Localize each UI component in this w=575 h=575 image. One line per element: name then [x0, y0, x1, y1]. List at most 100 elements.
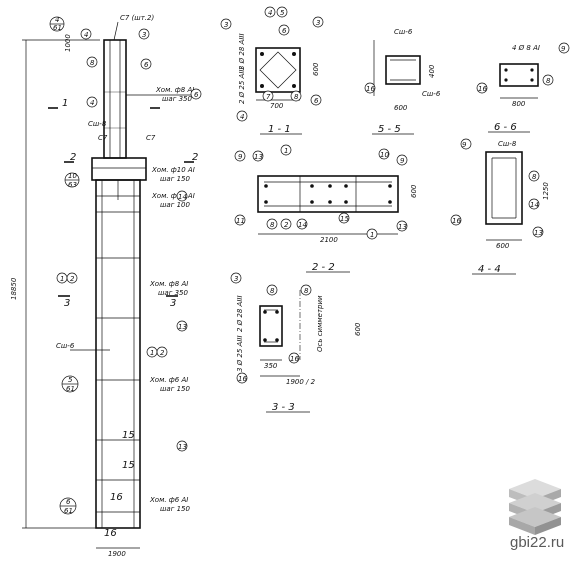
mark-3b: 3 [170, 298, 176, 309]
cw6-label: Сш-6 [56, 342, 75, 350]
clamp-label-4: Хом. ф8 АI [149, 280, 188, 288]
ref-10: 10 [68, 172, 77, 180]
section-3-3-title: 3 - 3 [272, 402, 295, 413]
clamp-label-6: Хом. ф6 АI [149, 496, 188, 504]
cl-13: 13 [178, 323, 187, 331]
ref-1b: 1 [150, 349, 154, 357]
base-width: 1900 [108, 550, 126, 558]
mark-3: 3 [64, 298, 70, 309]
s2-cl9: 9 [238, 153, 243, 161]
mark-16b: 16 [104, 528, 117, 539]
cl-6: 6 [144, 61, 149, 69]
ref-2a: 2 [70, 275, 75, 283]
ref-2b: 2 [160, 349, 165, 357]
ref-61a: 61 [66, 385, 75, 393]
ref-61b: 61 [64, 507, 73, 515]
section-2-2-bars [264, 184, 392, 204]
sec66-dim: 800 [512, 100, 526, 108]
watermark-text[interactable]: gbi22.ru [510, 534, 565, 551]
sec11-top: 3 Ø 28 АIII [238, 33, 246, 70]
sec44-dim: 600 [496, 242, 510, 250]
c7-label-a: C7 [98, 134, 108, 142]
s3-cl8: 8 [270, 287, 275, 295]
s1-cl6: 6 [282, 27, 287, 35]
clamp-label-3: Хом. ф10 АI [151, 192, 195, 200]
section-4-4-title: 4 - 4 [478, 264, 501, 275]
sec55-cw: Сш-6 [394, 28, 413, 36]
section-5-5: Сш-6 Сш-6 600 400 16 5 - 5 [364, 28, 441, 135]
section-1-1: 700 600 3 Ø 28 АIII 2 Ø 25 АIII 1 - 1 3 … [220, 6, 324, 135]
mark-2b: 2 [192, 152, 198, 163]
section-6-6-title: 6 - 6 [494, 122, 517, 133]
s4-cl14: 14 [530, 201, 539, 209]
s6-cl16: 16 [478, 85, 487, 93]
sec66-top: 4 Ø 8 АI [512, 44, 540, 52]
sec55-h: 400 [428, 64, 436, 78]
s2-cl13b: 13 [398, 223, 407, 231]
section-3-3-bars [263, 310, 279, 342]
sec33-axis: Ось симметрии [316, 295, 324, 352]
stirrups [96, 195, 140, 513]
sec33-600: 600 [354, 322, 362, 336]
sec55-dim: 600 [394, 104, 408, 112]
sec22-h: 600 [410, 184, 418, 198]
clamp-step-4: шаг 350 [158, 289, 189, 297]
s2-cl8: 8 [270, 221, 275, 229]
cl-4: 4 [84, 31, 88, 39]
s3-cl8b: 8 [304, 287, 309, 295]
s1-cl7: 7 [266, 93, 271, 101]
c7-label-b: C7 [146, 134, 156, 142]
clamp-step-2: шаг 150 [160, 175, 191, 183]
ref-5: 5 [68, 376, 73, 384]
s1-cl4b: 4 [240, 113, 244, 121]
s5-cl16: 16 [366, 85, 375, 93]
sec33-1900: 1900 / 2 [286, 378, 316, 386]
s2-cl1b: 1 [370, 231, 374, 239]
s1-cl6b: 6 [314, 97, 319, 105]
c7-top-label: C7 (шт.2) [120, 14, 154, 22]
s2-cl14: 14 [298, 221, 307, 229]
sec44-h: 1250 [542, 182, 550, 200]
s2-cl2: 2 [284, 221, 289, 229]
s1-cl5: 5 [280, 9, 285, 17]
s6-cl9: 9 [561, 45, 566, 53]
stacked-slabs-logo [509, 479, 561, 535]
cl-13b: 13 [178, 443, 187, 451]
mark-15a: 15 [122, 430, 135, 441]
s2-cl1: 1 [284, 147, 288, 155]
s2-cl10: 10 [380, 151, 389, 159]
cl-3: 3 [142, 31, 146, 39]
s2-cl9b: 9 [400, 157, 405, 165]
section-1-1-title: 1 - 1 [268, 124, 291, 135]
sec55-cw-b: Сш-6 [422, 90, 441, 98]
dim-1000: 1000 [64, 34, 72, 52]
section-6-6: 4 Ø 8 АI 800 9 16 8 6 - 6 [476, 42, 570, 133]
cl-8: 8 [90, 59, 95, 67]
mark-2: 2 [70, 152, 76, 163]
s3-cl3: 3 [234, 275, 238, 283]
clamp-step-6: шаг 150 [160, 505, 191, 513]
sec33-bot: 3 Ø 25 АIII [236, 335, 244, 372]
cl-6b: 6 [194, 91, 199, 99]
s1-cl8: 8 [294, 93, 299, 101]
cl-4b: 4 [90, 99, 94, 107]
clamp-step-1: шаг 350 [162, 95, 193, 103]
section-5-5-title: 5 - 5 [378, 124, 401, 135]
sec22-dim: 2100 [320, 236, 338, 244]
s2-cl15: 15 [340, 215, 349, 223]
s1-cl3b: 3 [316, 19, 320, 27]
s1-cl3: 3 [224, 21, 228, 29]
ref-top-sheet: 61 [53, 24, 62, 32]
cl-14: 14 [178, 193, 187, 201]
sec11-bot: 2 Ø 25 АIII [238, 67, 246, 104]
clamp-step-3: шаг 100 [160, 201, 191, 209]
s6-cl8: 8 [546, 77, 551, 85]
s3-cl16: 16 [290, 355, 299, 363]
section-2-2-title: 2 - 2 [312, 262, 335, 273]
s1-cl4: 4 [268, 9, 272, 17]
overall-height-label: 18850 [10, 277, 18, 300]
sec11-dim700: 700 [270, 102, 284, 110]
mark-16a: 16 [110, 492, 123, 503]
s4-cl16: 16 [452, 217, 461, 225]
